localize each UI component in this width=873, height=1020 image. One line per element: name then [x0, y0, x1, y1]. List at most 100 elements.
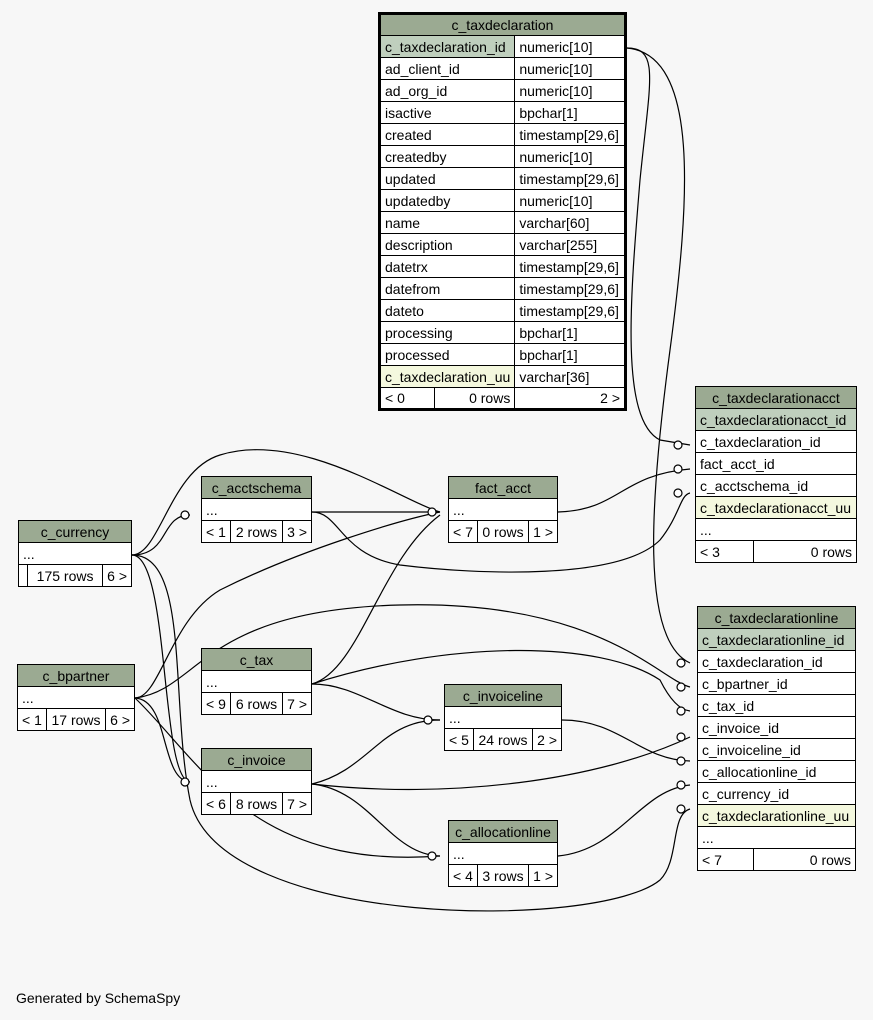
columns-collapsed: ...: [448, 842, 558, 865]
table-title: fact_acct: [448, 476, 558, 499]
footer-credit: Generated by SchemaSpy: [16, 990, 181, 1006]
parents-count: < 1: [17, 708, 47, 731]
children-count: 6 >: [102, 564, 132, 587]
children-count: 1 >: [528, 520, 558, 543]
row-count: 0 rows: [753, 540, 857, 563]
column-name: created: [378, 123, 516, 146]
column-name: dateto: [378, 299, 516, 322]
table-c-acctschema: c_acctschema ... < 1 2 rows 3 >: [201, 476, 312, 543]
row-count: 24 rows: [472, 728, 534, 751]
column-name: ad_client_id: [378, 57, 516, 80]
edge-bpartner-factacct: [134, 511, 441, 699]
parents-count: < 1: [201, 520, 231, 543]
column-name: c_invoiceline_id: [697, 738, 856, 761]
children-count: 6 >: [105, 708, 135, 731]
edge-currency-taxdeclarationline: [131, 554, 691, 912]
edge-invoice-invoiceline: [311, 719, 441, 785]
column-name: c_allocationline_id: [697, 760, 856, 783]
edge-allocationline-taxdeclarationline: [557, 784, 691, 857]
column-type: timestamp[29,6]: [514, 123, 626, 146]
parents-count: [18, 564, 28, 587]
column-name: c_taxdeclaration_uu: [378, 365, 516, 388]
edge-invoice-allocationline: [311, 783, 441, 857]
row-count: 3 rows: [476, 864, 530, 887]
column-type: timestamp[29,6]: [514, 255, 626, 278]
row-count: 8 rows: [229, 792, 284, 815]
table-c-taxdeclarationacct: c_taxdeclarationacct c_taxdeclarationacc…: [695, 386, 857, 563]
column-type: varchar[36]: [514, 365, 626, 388]
column-name: c_bpartner_id: [697, 672, 856, 695]
column-name: c_tax_id: [697, 694, 856, 717]
row-count: 17 rows: [45, 708, 107, 731]
column-name: ...: [697, 826, 856, 849]
column-name: updated: [378, 167, 516, 190]
column-type: bpchar[1]: [514, 321, 626, 344]
parents-count: < 9: [201, 692, 231, 715]
column-name: c_acctschema_id: [695, 474, 857, 497]
table-title: c_allocationline: [448, 820, 558, 843]
parents-count: < 6: [201, 792, 231, 815]
column-type: timestamp[29,6]: [514, 167, 626, 190]
table-title: c_taxdeclaration: [379, 13, 626, 36]
children-count: 1 >: [528, 864, 558, 887]
column-type: bpchar[1]: [514, 101, 626, 124]
table-title: c_taxdeclarationacct: [695, 386, 857, 409]
table-c-invoiceline: c_invoiceline ... < 5 24 rows 2 >: [444, 684, 562, 751]
edge-currency-invoice: [131, 554, 191, 783]
column-name: c_taxdeclaration_id: [378, 35, 516, 58]
edge-invoiceline-taxdeclarationline: [561, 719, 691, 762]
row-count: 0 rows: [434, 387, 516, 410]
children-count: 7 >: [282, 692, 312, 715]
parents-count: < 5: [444, 728, 474, 751]
edge-invoice-taxdeclarationline: [311, 736, 691, 791]
column-name: processing: [378, 321, 516, 344]
columns-collapsed: ...: [201, 770, 312, 793]
column-name: c_taxdeclaration_id: [695, 430, 857, 453]
columns-collapsed: ...: [201, 498, 312, 521]
column-name: c_taxdeclarationline_id: [697, 628, 856, 651]
columns-collapsed: ...: [448, 498, 558, 521]
column-name: createdby: [378, 145, 516, 168]
column-name: ad_org_id: [378, 79, 516, 102]
row-count: 0 rows: [476, 520, 530, 543]
column-type: numeric[10]: [514, 57, 626, 80]
table-title: c_invoiceline: [444, 684, 562, 707]
row-count: 175 rows: [26, 564, 104, 587]
table-c-allocationline: c_allocationline ... < 4 3 rows 1 >: [448, 820, 558, 887]
edge-factacct-taxdeclarationacct: [557, 468, 691, 513]
children-count: 3 >: [282, 520, 312, 543]
edge-currency-acctschema: [131, 514, 191, 556]
column-name: c_taxdeclarationline_uu: [697, 804, 856, 827]
column-name: name: [378, 211, 516, 234]
column-type: numeric[10]: [514, 189, 626, 212]
table-title: c_bpartner: [17, 664, 135, 687]
edge-tax-invoiceline: [311, 683, 441, 721]
row-count: 0 rows: [753, 848, 856, 871]
column-type: numeric[10]: [514, 79, 626, 102]
table-title: c_currency: [18, 520, 132, 543]
parents-count: < 7: [448, 520, 478, 543]
row-count: 2 rows: [229, 520, 284, 543]
table-c-invoice: c_invoice ... < 6 8 rows 7 >: [201, 748, 312, 815]
column-type: numeric[10]: [514, 145, 626, 168]
edge-bpartner-invoice: [134, 697, 191, 783]
column-name: c_currency_id: [697, 782, 856, 805]
column-type: numeric[10]: [514, 35, 626, 58]
table-title: c_tax: [201, 648, 312, 671]
column-type: varchar[60]: [514, 211, 626, 234]
column-name: isactive: [378, 101, 516, 124]
table-c-currency: c_currency ... 175 rows 6 >: [18, 520, 132, 587]
column-name: description: [378, 233, 516, 256]
column-type: varchar[255]: [514, 233, 626, 256]
children-count: 2 >: [532, 728, 562, 751]
table-fact-acct: fact_acct ... < 7 0 rows 1 >: [448, 476, 558, 543]
table-title: c_acctschema: [201, 476, 312, 499]
table-c-bpartner: c_bpartner ... < 1 17 rows 6 >: [17, 664, 135, 731]
columns-collapsed: ...: [17, 686, 135, 709]
column-name: datetrx: [378, 255, 516, 278]
edge-taxdeclaration-taxdeclarationline: [626, 47, 691, 664]
children-count: 7 >: [282, 792, 312, 815]
column-type: timestamp[29,6]: [514, 277, 626, 300]
